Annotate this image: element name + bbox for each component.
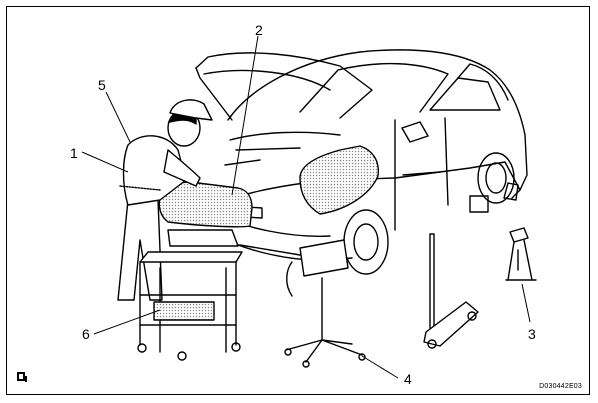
callout-6: 6 <box>82 326 90 342</box>
figure-border <box>6 6 590 395</box>
figure-code: D030442E03 <box>539 383 582 390</box>
floor-jack <box>423 233 479 349</box>
mechanic <box>117 99 213 301</box>
manual-symbol-icon <box>17 372 27 382</box>
callout-1: 1 <box>70 145 78 161</box>
fender-covers <box>158 145 379 228</box>
callout-2: 2 <box>255 22 263 38</box>
leader-lines <box>81 35 531 379</box>
callout-4: 4 <box>404 371 412 387</box>
callout-5: 5 <box>98 77 106 93</box>
jack-stand <box>505 227 537 281</box>
tool-cart <box>137 229 243 361</box>
work-light <box>284 239 366 368</box>
callout-3: 3 <box>528 326 536 342</box>
